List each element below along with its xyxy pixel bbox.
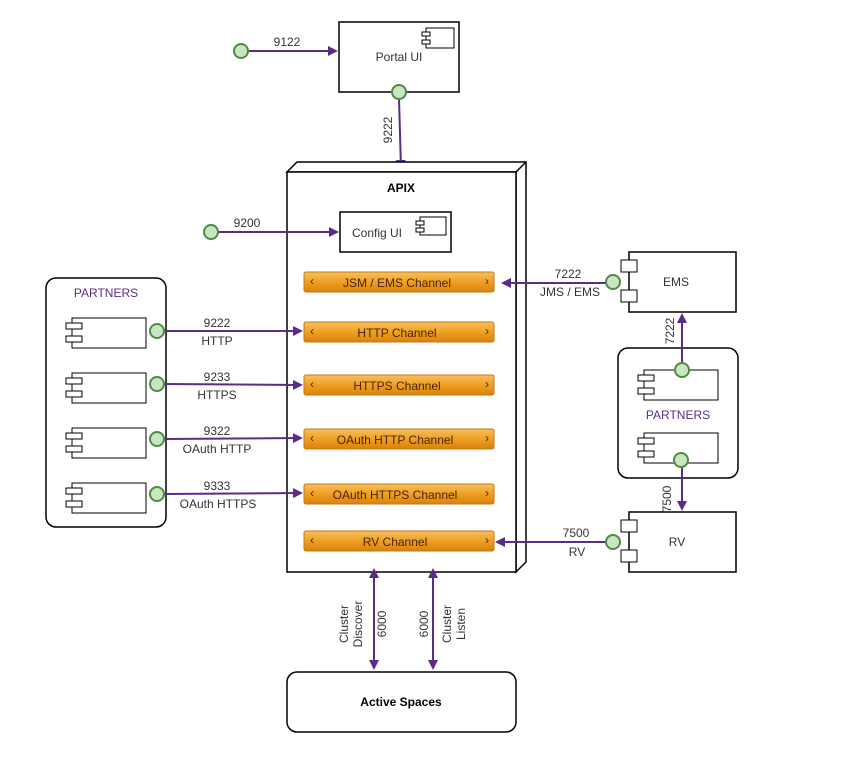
svg-text:›: ›	[485, 533, 489, 547]
svg-text:‹: ‹	[310, 431, 314, 445]
port-circle	[605, 274, 621, 290]
channel-jms-ems: ‹ › JSM / EMS Channel	[303, 271, 495, 293]
connection-https: 9233 HTTPS	[149, 370, 303, 402]
port-label: 9222	[204, 316, 231, 330]
partners-left-label: PARTNERS	[74, 286, 138, 300]
port-circle	[605, 534, 621, 550]
svg-text:›: ›	[485, 274, 489, 288]
partners-right-group: PARTNERS	[617, 347, 739, 479]
protocol-label: OAuth HTTPS	[180, 497, 257, 511]
config-ui-label: Config UI	[352, 226, 402, 240]
connection-http: 9222 HTTP	[149, 316, 303, 348]
channel-label: OAuth HTTP Channel	[337, 433, 454, 447]
partner-component	[637, 432, 719, 464]
protocol-label: HTTP	[201, 334, 232, 348]
port-label: 7500	[563, 526, 590, 540]
svg-text:‹: ‹	[310, 486, 314, 500]
port-label: 9122	[274, 35, 301, 49]
channel-oauth-http: ‹ › OAuth HTTP Channel	[303, 428, 495, 450]
portal-ui-label: Portal UI	[376, 50, 423, 64]
protocol-label: OAuth HTTP	[183, 442, 252, 456]
port-circle	[674, 362, 690, 378]
portal-to-apix-connection: 9222	[381, 84, 407, 170]
port-circle	[233, 43, 249, 59]
protocol-label: JMS / EMS	[540, 285, 600, 299]
port-circle	[203, 224, 219, 240]
cluster-discover-line2: Discover	[351, 601, 365, 648]
channel-oauth-https: ‹ › OAuth HTTPS Channel	[303, 483, 495, 505]
channel-label: HTTPS Channel	[353, 379, 440, 393]
channel-https: ‹ › HTTPS Channel	[303, 374, 495, 396]
channel-label: JSM / EMS Channel	[343, 276, 451, 290]
partner-component	[65, 427, 147, 459]
port-label: 9233	[204, 370, 231, 384]
svg-text:‹: ‹	[310, 377, 314, 391]
protocol-label: RV	[569, 545, 585, 559]
port-circle	[149, 323, 165, 339]
partner-component	[65, 317, 147, 349]
svg-text:›: ›	[485, 431, 489, 445]
svg-text:›: ›	[485, 324, 489, 338]
port-circle	[149, 486, 165, 502]
cluster-discover-line1: Cluster	[337, 605, 351, 643]
partners-right-label: PARTNERS	[646, 408, 710, 422]
svg-text:‹: ‹	[310, 533, 314, 547]
cluster-discover-connection: Cluster Discover 6000	[337, 568, 389, 670]
partners-left-group: PARTNERS	[45, 277, 167, 528]
port-circle	[673, 452, 689, 468]
channel-label: OAuth HTTPS Channel	[333, 488, 458, 502]
port-label: 9200	[234, 216, 261, 230]
connection-oauth-http: 9322 OAuth HTTP	[149, 424, 303, 456]
port-label: 7500	[660, 485, 674, 512]
ems-label: EMS	[663, 275, 689, 289]
svg-text:›: ›	[485, 377, 489, 391]
config-ui-node: Config UI	[339, 211, 452, 253]
port-label: 6000	[417, 610, 431, 637]
svg-text:›: ›	[485, 486, 489, 500]
portal-inbound-connection: 9122	[233, 35, 338, 59]
port-label: 7222	[663, 317, 677, 344]
portal-ui-node: Portal UI	[338, 21, 460, 93]
partner-component	[65, 372, 147, 404]
rv-label: RV	[669, 535, 685, 549]
component-icon	[415, 216, 447, 236]
port-label: 9322	[204, 424, 231, 438]
svg-text:‹: ‹	[310, 324, 314, 338]
channel-rv: ‹ › RV Channel	[303, 530, 495, 552]
partner-component	[637, 369, 719, 401]
partners-to-ems-connection: 7222	[663, 313, 690, 378]
ems-node: EMS	[620, 251, 737, 313]
partner-component	[65, 482, 147, 514]
protocol-label: HTTPS	[197, 388, 236, 402]
channel-label: RV Channel	[363, 535, 428, 549]
rv-node: RV	[620, 511, 737, 573]
cluster-listen-line2: Listen	[454, 608, 468, 640]
partners-to-rv-connection: 7500	[660, 452, 689, 512]
cluster-listen-connection: 6000 Cluster Listen	[417, 568, 468, 670]
ems-to-apix-connection: 7222 JMS / EMS	[501, 267, 621, 299]
port-label: 9222	[381, 116, 395, 143]
rv-to-apix-connection: 7500 RV	[495, 526, 621, 559]
svg-text:‹: ‹	[310, 274, 314, 288]
port-circle	[149, 376, 165, 392]
port-circle	[149, 431, 165, 447]
apix-title: APIX	[387, 181, 415, 195]
config-ui-connection: 9200	[203, 216, 339, 240]
port-label: 9333	[204, 479, 231, 493]
port-label: 7222	[555, 267, 582, 281]
connection-oauth-https: 9333 OAuth HTTPS	[149, 479, 303, 511]
channel-http: ‹ › HTTP Channel	[303, 321, 495, 343]
active-spaces-label: Active Spaces	[360, 695, 442, 709]
port-circle	[391, 84, 407, 100]
port-label: 6000	[375, 610, 389, 637]
active-spaces-node: Active Spaces	[286, 671, 517, 733]
component-icon	[421, 27, 455, 49]
cluster-listen-line1: Cluster	[440, 605, 454, 643]
channel-label: HTTP Channel	[357, 326, 436, 340]
